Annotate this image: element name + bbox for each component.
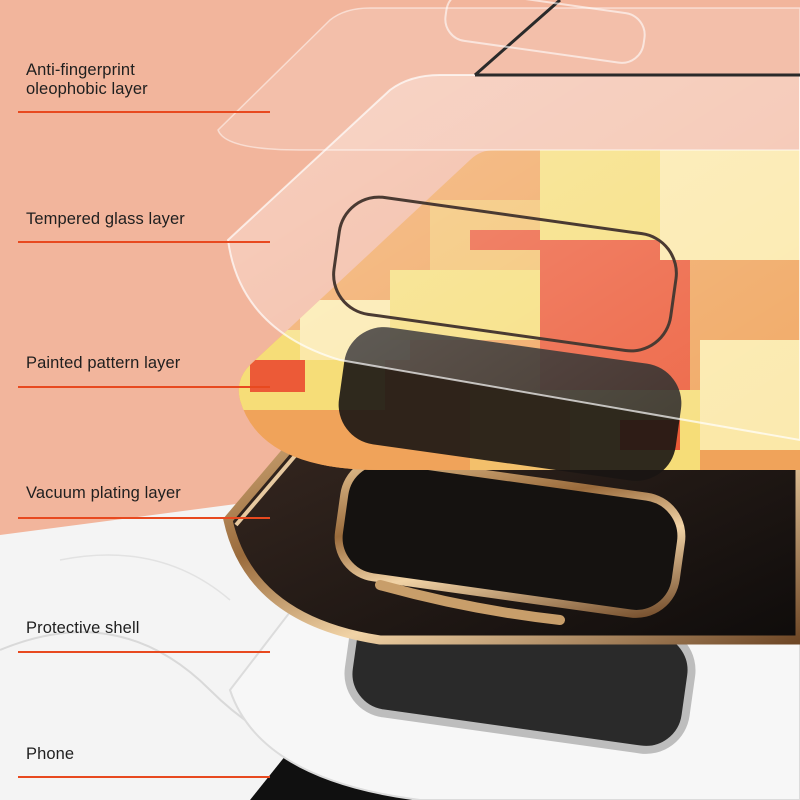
tempered-glass-leader-line	[18, 241, 270, 243]
tempered-glass-label: Tempered glass layer	[26, 210, 185, 228]
painted-pattern-leader-line	[18, 386, 270, 388]
plating-camera-ring	[334, 456, 686, 618]
anti-fingerprint-label-line2: oleophobic layer	[26, 80, 148, 98]
plating-reflection	[375, 580, 565, 625]
anti-fingerprint-camera-cutout	[444, 0, 646, 64]
anti-fingerprint-frame	[474, 0, 800, 77]
anti-fingerprint-layer	[217, 7, 800, 151]
marble-vein	[59, 554, 231, 601]
protective-shell-label: Protective shell	[26, 619, 140, 637]
anti-fingerprint-leader-line	[18, 111, 270, 113]
vacuum-plating-leader-line	[18, 517, 270, 519]
anti-fingerprint-label: Anti-fingerprint oleophobic layer	[26, 61, 148, 99]
painted-pattern-label: Painted pattern layer	[26, 354, 181, 372]
tempered-glass-layer	[226, 74, 800, 442]
plating-highlight	[234, 448, 302, 527]
vacuum-plating-label: Vacuum plating layer	[26, 484, 181, 502]
phone-label: Phone	[26, 745, 75, 763]
glass-camera-cutout	[332, 195, 678, 353]
anti-fingerprint-label-line1: Anti-fingerprint	[26, 61, 135, 79]
protective-shell-leader-line	[18, 651, 270, 653]
phone-leader-line	[18, 776, 270, 778]
